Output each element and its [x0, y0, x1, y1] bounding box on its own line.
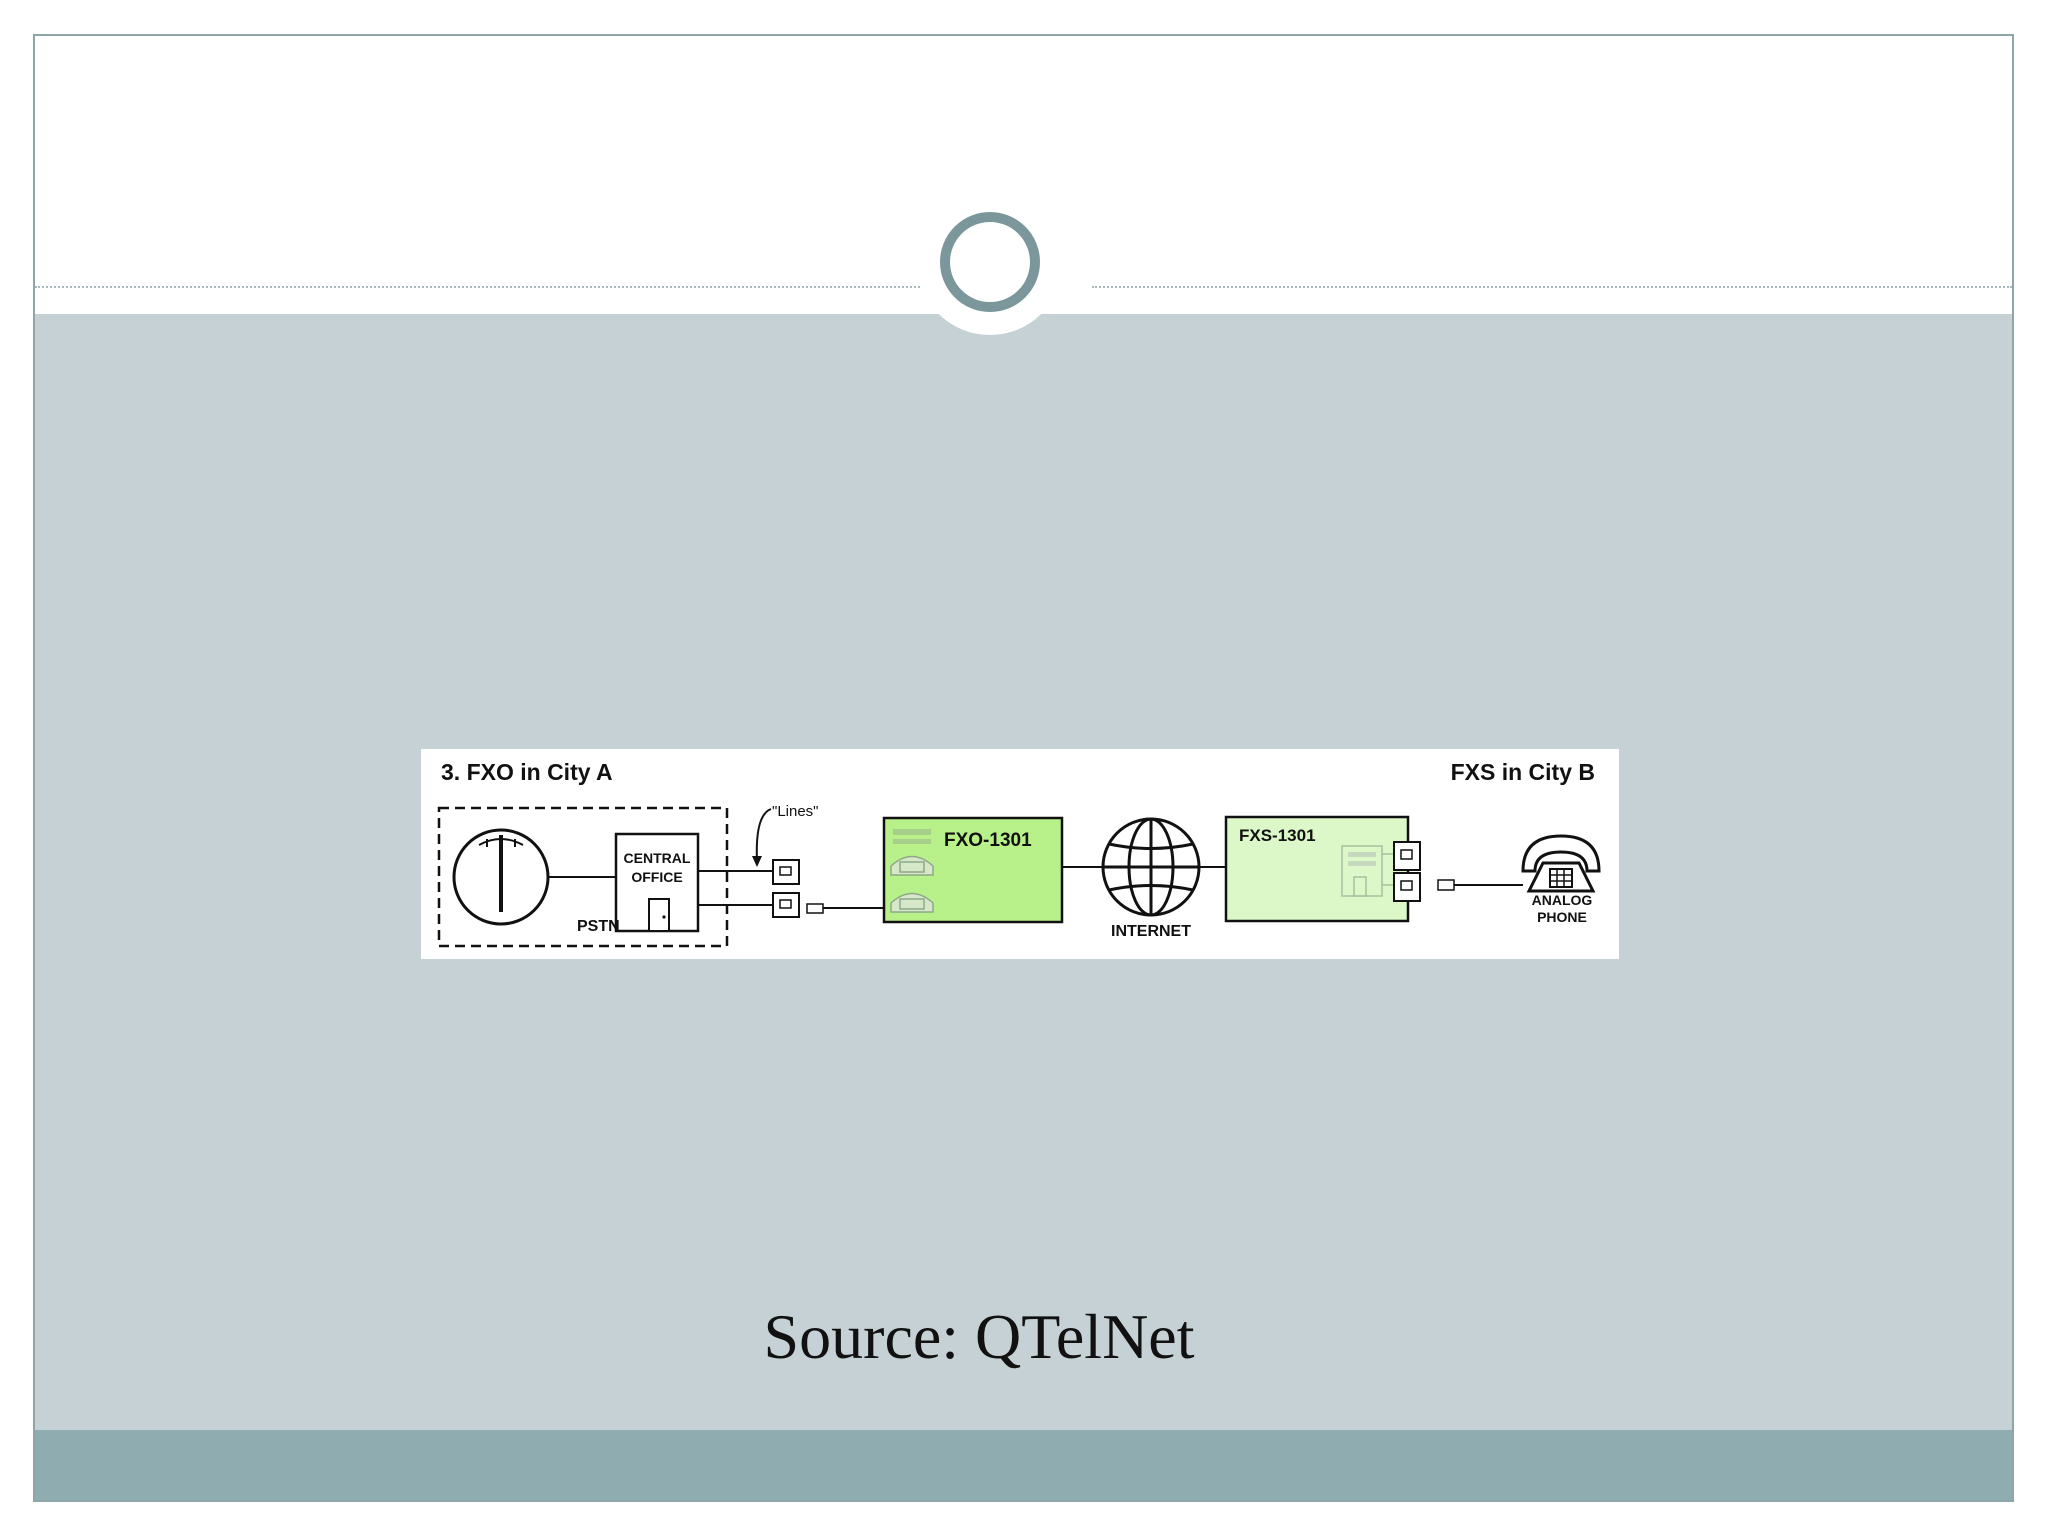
virtual-office-icon	[1341, 845, 1393, 897]
lines-label: "Lines"	[772, 803, 819, 820]
footer-band	[35, 1430, 2012, 1500]
rj11-plug-icon	[806, 903, 824, 914]
diagram-title-right: FXS in City B	[1451, 759, 1595, 785]
central-office-label-2: OFFICE	[631, 869, 682, 885]
phone-plug-icon	[1437, 879, 1455, 891]
central-office-icon	[614, 832, 700, 933]
wall-jack-1	[772, 859, 800, 885]
central-office-label-1: CENTRAL	[624, 850, 691, 866]
source-caption: Source: QTelNet	[763, 1301, 1195, 1372]
internet-label: INTERNET	[1111, 923, 1191, 940]
header-divider-right	[1092, 286, 2012, 288]
virtual-phone-icon	[890, 829, 934, 913]
header-divider-left	[35, 286, 959, 288]
diagram-title-left: 3. FXO in City A	[441, 759, 613, 785]
lines-pointer-arrow	[755, 808, 772, 862]
caption-line: Source: QTelNet	[0, 1300, 2048, 1374]
fxs-device-label: FXS-1301	[1239, 826, 1316, 845]
fxs-port-2	[1393, 872, 1421, 902]
circle-ring-icon	[940, 212, 1040, 312]
fxo-fxs-diagram: 3. FXO in City A FXS in City B CENTRAL O…	[421, 749, 1619, 959]
internet-globe-icon	[1101, 817, 1201, 917]
fxo-device-label: FXO-1301	[944, 830, 1032, 851]
lines-arrowhead	[752, 856, 762, 867]
analog-phone-label-1: ANALOG	[1532, 892, 1593, 908]
analog-phone-icon	[1521, 834, 1601, 893]
pstn-icon	[452, 828, 550, 926]
pstn-boundary	[437, 806, 729, 948]
fxs-port-1	[1393, 841, 1421, 871]
wall-jack-2	[772, 892, 800, 918]
analog-phone-label-2: PHONE	[1537, 909, 1587, 925]
pstn-label: PSTN	[577, 918, 620, 935]
fxs-device-box	[1224, 815, 1410, 923]
